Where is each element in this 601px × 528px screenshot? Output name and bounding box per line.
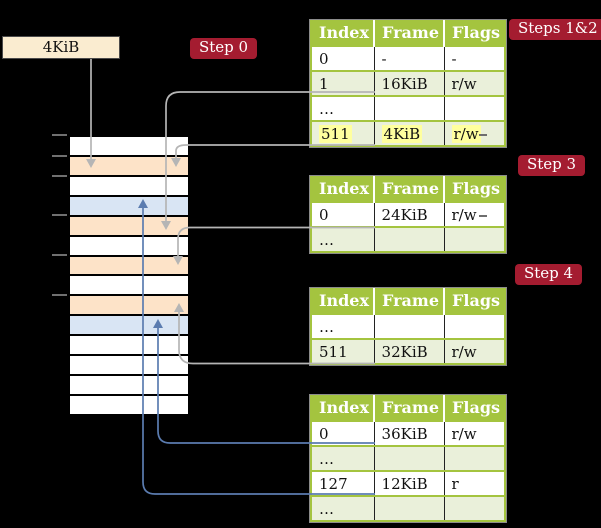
table-cell: … xyxy=(311,313,375,339)
memory-frame-row-3 xyxy=(70,176,188,197)
table-cell xyxy=(373,313,445,339)
table-cell: 1 xyxy=(311,70,375,96)
table-cell xyxy=(443,495,506,521)
table-cell: 32KiB xyxy=(373,338,445,364)
table-cell: 24KiB xyxy=(373,201,445,227)
arrow-table0-entry511-to-frame2 xyxy=(171,144,375,167)
table-row: 511 4KiB r/w xyxy=(311,120,506,146)
table-cell: 16KiB xyxy=(373,70,445,96)
column-header-frame: Frame xyxy=(373,177,445,202)
table-cell xyxy=(443,445,506,471)
frame-boundary-ticks xyxy=(52,134,67,296)
table-cell: 511 xyxy=(311,120,375,146)
table-cell: … xyxy=(311,445,375,471)
column-header-frame: Frame xyxy=(373,289,445,314)
table-cell: r/w xyxy=(443,70,506,96)
table-row: … xyxy=(311,445,506,471)
table-cell: 12KiB xyxy=(373,470,445,496)
table-cell: 511 xyxy=(311,338,375,364)
memory-frame-row-12 xyxy=(70,356,188,377)
column-header-flags: Flags xyxy=(443,289,506,314)
column-header-flags: Flags xyxy=(443,396,506,421)
column-header-frame: Frame xyxy=(373,396,445,421)
badge-steps-1-and-2: Steps 1&2 xyxy=(509,19,601,40)
table-cell: r/w xyxy=(443,420,506,446)
table-cell: … xyxy=(311,495,375,521)
memory-frame-row-1 xyxy=(70,137,188,157)
column-header-index: Index xyxy=(311,21,375,46)
column-header-index: Index xyxy=(311,396,375,421)
memory-frame-row-9 xyxy=(70,296,188,317)
physical-memory-stack xyxy=(68,135,190,416)
memory-frame-row-6 xyxy=(70,236,188,257)
table-cell xyxy=(373,445,445,471)
table-cell: 0 xyxy=(311,201,375,227)
memory-frame-row-4 xyxy=(70,196,188,217)
table-cell: 127 xyxy=(311,470,375,496)
table-cell: - xyxy=(443,45,506,71)
table-cell xyxy=(443,95,506,121)
badge-step-4: Step 4 xyxy=(515,264,583,285)
highlighted-value: r/w xyxy=(451,124,481,143)
table-cell xyxy=(373,226,445,252)
highlighted-value: 4KiB xyxy=(381,124,423,143)
table-row: … xyxy=(311,313,506,339)
badge-step-3: Step 3 xyxy=(518,155,586,176)
table-cell: 0 xyxy=(311,420,375,446)
root-pointer-label: 4KiB xyxy=(42,38,80,56)
highlighted-value: 511 xyxy=(319,124,352,143)
column-header-frame: Frame xyxy=(373,21,445,46)
column-header-flags: Flags xyxy=(443,21,506,46)
column-header-flags: Flags xyxy=(443,177,506,202)
table-cell: r/w xyxy=(443,201,506,227)
badge-step-0: Step 0 xyxy=(190,38,258,59)
root-pointer-box: 4KiB xyxy=(2,36,120,59)
column-header-index: Index xyxy=(311,177,375,202)
table-cell: … xyxy=(311,95,375,121)
memory-frame-row-8 xyxy=(70,276,188,297)
table-cell: 0 xyxy=(311,45,375,71)
memory-frame-row-11 xyxy=(70,336,188,357)
memory-frame-row-10 xyxy=(70,316,188,337)
table-cell xyxy=(443,313,506,339)
table-cell: 4KiB xyxy=(373,120,445,146)
table-cell: r/w xyxy=(443,338,506,364)
table-cell: … xyxy=(311,226,375,252)
memory-frame-row-7 xyxy=(70,256,188,277)
table-cell xyxy=(373,495,445,521)
table-row: … xyxy=(311,495,506,521)
table-row: 0-- xyxy=(311,45,506,71)
memory-frame-row-2 xyxy=(70,156,188,177)
table-cell: 36KiB xyxy=(373,420,445,446)
table-row: … xyxy=(311,226,506,252)
table-cell: r xyxy=(443,470,506,496)
table-row: … xyxy=(311,95,506,121)
table-cell: - xyxy=(373,45,445,71)
table-cell: r/w xyxy=(443,120,506,146)
table-cell xyxy=(373,95,445,121)
table-cell xyxy=(443,226,506,252)
memory-frame-row-13 xyxy=(70,376,188,396)
memory-frame-row-5 xyxy=(70,216,188,237)
memory-frame-row-14 xyxy=(70,395,188,414)
column-header-index: Index xyxy=(311,289,375,314)
